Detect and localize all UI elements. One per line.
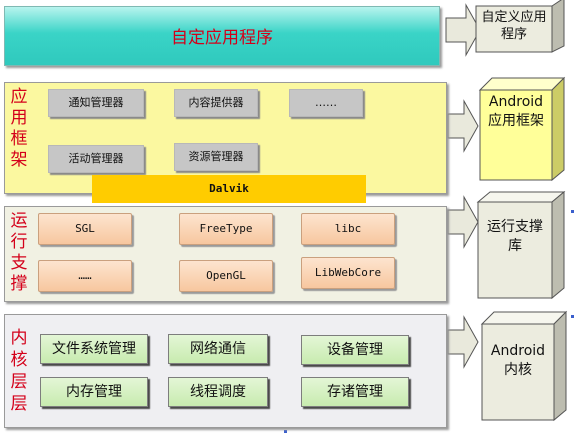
runtime-item-freetype: FreeType xyxy=(179,213,273,245)
kernel-item-filesystem: 文件系统管理 xyxy=(40,334,148,364)
kernel-item-storage: 存诸管理 xyxy=(301,377,409,407)
edge-marker xyxy=(284,430,287,433)
framework-item-activity-manager: 活动管理器 xyxy=(48,145,144,173)
app-layer-band: 自定应用程序 xyxy=(4,6,440,66)
side-label-framework: Android应用框架 xyxy=(488,94,544,129)
runtime-item-sgl: SGL xyxy=(38,213,132,245)
kernel-item-network: 网络通信 xyxy=(168,334,268,364)
framework-item-notification-manager: 通知管理器 xyxy=(48,89,144,117)
runtime-item-libwebcore: LibWebCore xyxy=(301,257,395,289)
arrow-app xyxy=(445,3,481,57)
cube-kernel xyxy=(480,310,568,422)
kernel-item-memory: 内存管理 xyxy=(40,377,148,407)
side-label-runtime: 运行支撑库 xyxy=(487,219,543,254)
side-label-app: 自定义应用程序 xyxy=(481,10,547,42)
framework-item-content-provider: 内容提供器 xyxy=(174,89,258,117)
arrow-kernel xyxy=(447,315,479,369)
cube-framework xyxy=(478,76,566,182)
framework-item-resource-manager: 资源管理器 xyxy=(174,143,258,171)
framework-item-ellipsis: …… xyxy=(289,89,363,117)
edge-marker xyxy=(571,210,574,213)
edge-marker xyxy=(571,315,574,318)
side-label-kernel: Android内核 xyxy=(490,343,546,378)
kernel-layer-label: 内核层层 xyxy=(10,328,28,414)
cube-app xyxy=(475,0,565,53)
kernel-item-device: 设备管理 xyxy=(301,335,409,365)
runtime-layer-label: 运行支撑 xyxy=(10,211,28,294)
runtime-item-ellipsis: …… xyxy=(38,260,132,292)
arrow-runtime xyxy=(447,195,479,249)
runtime-item-opengl: OpenGL xyxy=(179,260,273,292)
framework-layer-label: 应用框架 xyxy=(10,87,28,170)
kernel-layer-band: 内核层层 xyxy=(4,314,447,428)
runtime-item-libc: libc xyxy=(301,213,395,245)
cube-runtime xyxy=(476,190,566,300)
dalvik-bar: Dalvik xyxy=(92,175,366,203)
arrow-framework xyxy=(447,99,479,153)
app-layer-title: 自定应用程序 xyxy=(171,28,273,48)
kernel-item-thread-scheduling: 线程调度 xyxy=(168,377,268,407)
